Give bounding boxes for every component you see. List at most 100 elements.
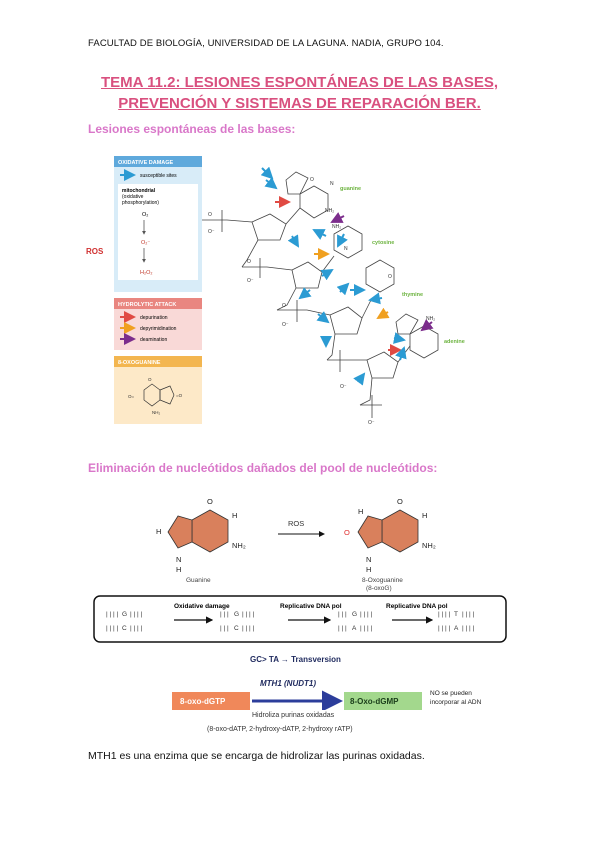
svg-text:| | | |: | | | | xyxy=(462,611,474,618)
svg-text:O: O xyxy=(388,274,392,280)
hydrolyzes-oxidized-purines: Hidroliza purinas oxidadas xyxy=(252,712,335,719)
svg-text:| | | |: | | | | xyxy=(360,611,372,618)
thymine-label: thymine xyxy=(402,292,423,298)
susceptible-sites-label: susceptible sites xyxy=(140,173,177,179)
svg-text:G: G xyxy=(122,611,127,618)
svg-text:O: O xyxy=(247,259,251,265)
8-oxo-dgmp-box: 8-Oxo-dGMP xyxy=(350,697,399,706)
guanine-structure xyxy=(167,509,229,553)
adenine-label: adenine xyxy=(444,339,465,345)
svg-text:H: H xyxy=(358,507,363,516)
svg-text:G: G xyxy=(234,611,239,618)
svg-text:| | | |: | | | | xyxy=(130,611,142,618)
svg-text:T: T xyxy=(454,611,458,618)
svg-text:NH₂: NH₂ xyxy=(152,410,160,415)
svg-text:O: O xyxy=(207,497,213,506)
depurination-label: depurination xyxy=(140,315,168,321)
svg-text:| | | |: | | | | xyxy=(130,625,142,632)
svg-text:N: N xyxy=(366,555,371,564)
svg-text:O⁻: O⁻ xyxy=(340,384,347,390)
svg-text:| | | |: | | | | xyxy=(438,625,450,632)
svg-text:O⁻: O⁻ xyxy=(368,420,375,426)
svg-text:| | | |: | | | | xyxy=(360,625,372,632)
svg-text:| | | |: | | | | xyxy=(438,611,450,618)
replicative-pol-step-1: Replicative DNA pol xyxy=(280,603,342,610)
oxidative-damage-step: Oxidative damage xyxy=(174,603,230,610)
ros-label: ROS xyxy=(86,247,104,256)
svg-text:C: C xyxy=(122,625,127,632)
svg-text:O⁻: O⁻ xyxy=(282,322,289,328)
svg-text:O⁻: O⁻ xyxy=(247,278,254,284)
svg-text:O: O xyxy=(148,377,152,382)
svg-text:N: N xyxy=(330,181,334,187)
svg-text:NH₂: NH₂ xyxy=(232,541,246,550)
svg-text:A: A xyxy=(352,625,357,632)
mth1-description: MTH1 es una enzima que se encarga de hid… xyxy=(88,750,425,762)
svg-text:NH₂: NH₂ xyxy=(325,208,334,214)
page-title-line-2: PREVENCIÓN Y SISTEMAS DE REPARACIÓN BER. xyxy=(118,95,481,112)
svg-text:NH₂: NH₂ xyxy=(426,316,435,322)
mitochondrial-label: mitochondrial xyxy=(122,188,156,194)
oxidative-damage-header: OXIDATIVE DAMAGE xyxy=(118,160,174,166)
svg-text:| | |: | | | xyxy=(338,611,347,618)
mth1-label: MTH1 (NUDT1) xyxy=(260,679,316,688)
svg-text:H: H xyxy=(176,565,181,574)
section-heading-nucleotide-pool: Eliminación de nucleótidos dañados del p… xyxy=(88,461,438,475)
svg-text:N: N xyxy=(344,246,348,252)
oxidative-label: (oxidative xyxy=(122,194,144,200)
svg-text:A: A xyxy=(454,625,459,632)
svg-text:O: O xyxy=(208,212,212,218)
svg-text:| | | |: | | | | xyxy=(106,625,118,632)
svg-text:O: O xyxy=(282,303,286,309)
svg-text:| | | |: | | | | xyxy=(242,625,254,632)
cytosine-label: cytosine xyxy=(372,240,394,246)
svg-text:O: O xyxy=(397,497,403,506)
phosphorylation-label: phosphorylation) xyxy=(122,200,159,206)
svg-text:| | |: | | | xyxy=(220,625,229,632)
guanine-label: guanine xyxy=(340,186,361,192)
page-title-line-1: TEMA 11.2: LESIONES ESPONTÁNEAS DE LAS B… xyxy=(100,74,499,91)
svg-text:O=: O= xyxy=(128,394,135,399)
8-oxo-dgtp-box: 8-oxo-dGTP xyxy=(180,697,226,706)
svg-text:| | | |: | | | | xyxy=(462,625,474,632)
hydrolytic-attack-header: HYDROLYTIC ATTACK xyxy=(118,302,176,308)
svg-text:G: G xyxy=(352,611,357,618)
svg-text:O: O xyxy=(310,177,314,183)
no-incorporation-line-1: NO se pueden xyxy=(430,690,472,697)
o2-label: O₂ xyxy=(142,212,148,218)
8-oxoguanine-product-structure xyxy=(357,509,419,553)
deamination-label: deamination xyxy=(140,337,167,343)
guanine-caption: Guanine xyxy=(186,577,211,584)
svg-text:NH₂: NH₂ xyxy=(422,541,436,550)
no-incorporation-line-2: incorporar al ADN xyxy=(430,699,482,706)
svg-text:O⁻: O⁻ xyxy=(208,229,215,235)
transversion-label: GC> TA → Transversion xyxy=(250,655,341,664)
dna-damage-figure: ROS OXIDATIVE DAMAGE susceptible sites m… xyxy=(86,156,465,426)
depyrimidination-label: depyrimidination xyxy=(140,326,177,332)
svg-text:H: H xyxy=(422,511,427,520)
svg-text:NH₂: NH₂ xyxy=(332,224,341,230)
8-oxoguanine-structure xyxy=(143,383,175,407)
svg-text:H: H xyxy=(156,527,161,536)
svg-text:| | |: | | | xyxy=(338,625,347,632)
oxidized-purines-list: (8-oxo-dATP, 2-hydroxy-dATP, 2-hydroxy r… xyxy=(207,726,353,733)
h2o2-label: H₂O₂ xyxy=(140,270,153,276)
superoxide-label: O₂⁻ xyxy=(141,240,150,246)
section-heading-spontaneous-lesions: Lesiones espontáneas de las bases: xyxy=(88,122,296,136)
svg-text:H: H xyxy=(232,511,237,520)
ros-reaction-label: ROS xyxy=(288,519,304,528)
replicative-pol-step-2: Replicative DNA pol xyxy=(386,603,448,610)
8-oxog-caption: (8-oxoG) xyxy=(366,585,392,592)
svg-text:=O: =O xyxy=(176,393,183,398)
svg-text:H: H xyxy=(366,565,371,574)
8-oxoguanine-caption: 8-Oxoguanine xyxy=(362,577,403,584)
svg-text:| | | |: | | | | xyxy=(106,611,118,618)
svg-text:O: O xyxy=(344,528,350,537)
svg-text:C: C xyxy=(234,625,239,632)
page-header: FACULTAD DE BIOLOGÍA, UNIVERSIDAD DE LA … xyxy=(88,38,444,49)
svg-text:| | |: | | | xyxy=(220,611,229,618)
8-oxoguanine-header: 8-OXOGUANINE xyxy=(118,360,161,366)
svg-text:| | | |: | | | | xyxy=(242,611,254,618)
svg-text:N: N xyxy=(176,555,181,564)
